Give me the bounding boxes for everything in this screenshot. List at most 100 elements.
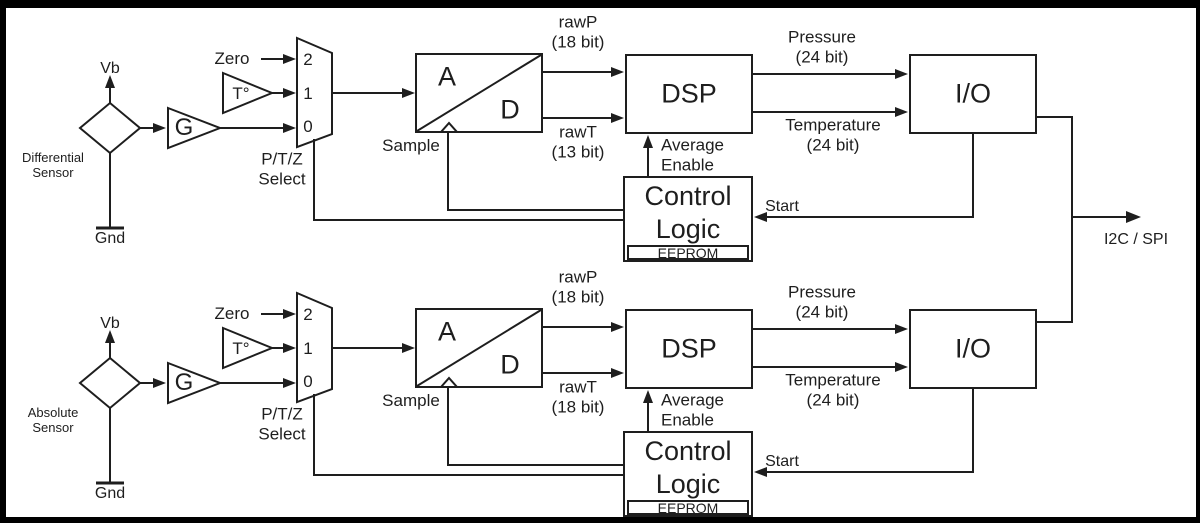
sensor-to-amp-arrowhead-icon <box>153 378 166 388</box>
start-wire <box>757 388 974 473</box>
raw-pressure-label: rawP (18 bit) <box>551 267 605 306</box>
mux-to-adc-arrowhead-icon <box>402 343 415 353</box>
sensor-chain-0: Vb Gnd Differential Sensor G T° Zero 2 1… <box>22 12 1037 262</box>
gain-amp-label: G <box>174 114 194 142</box>
io-label: I/O <box>954 333 992 364</box>
adc-diagonal <box>416 309 542 387</box>
chain-wires <box>78 36 1037 262</box>
average-enable-label: Average Enable <box>661 135 725 174</box>
sample-feedback-wire <box>447 133 624 211</box>
temp-to-mux-arrowhead-icon <box>283 343 296 353</box>
raw-temp-label: rawT (18 bit) <box>551 377 605 416</box>
temperature-arrowhead-icon <box>895 362 908 372</box>
i2c-spi-arrowhead-icon <box>1126 211 1141 223</box>
temp-sensor-icon <box>222 71 275 115</box>
sample-label: Sample <box>382 136 440 156</box>
sensor-bridge-icon <box>78 356 142 410</box>
eeprom-box <box>627 245 749 260</box>
mux-input0-label: 0 <box>303 117 313 137</box>
dsp-label: DSP <box>661 78 717 109</box>
dsp-label: DSP <box>661 333 717 364</box>
mux-input2-label: 2 <box>303 305 313 325</box>
zero-label: Zero <box>214 304 250 324</box>
vb-label: Vb <box>100 314 120 332</box>
frame-border-left <box>0 0 6 523</box>
select-feedback-wire <box>313 394 624 476</box>
sensor-to-amp-arrowhead-icon <box>153 123 166 133</box>
average-enable-arrowhead-icon <box>643 390 653 403</box>
temp-sensor-icon <box>222 326 275 370</box>
adc-digital-label: D <box>500 94 520 125</box>
frame-border-top <box>0 0 1200 8</box>
eeprom-label: EEPROM <box>657 244 719 261</box>
zero-arrowhead-icon <box>283 309 296 319</box>
frame-border-right <box>1196 0 1200 523</box>
temp-sensor-label: T° <box>232 339 250 359</box>
start-arrowhead-icon <box>754 467 767 477</box>
zero-arrowhead-icon <box>283 54 296 64</box>
mux-input1-label: 1 <box>303 84 313 104</box>
start-label: Start <box>765 452 799 470</box>
mux-input0-label: 0 <box>303 372 313 392</box>
adc-digital-label: D <box>500 349 520 380</box>
adc-clock-notch-icon <box>438 121 460 133</box>
adc-clock-notch-icon <box>438 376 460 388</box>
io-label: I/O <box>954 78 992 109</box>
pressure-arrowhead-icon <box>895 69 908 79</box>
gain-amp-label: G <box>174 369 194 397</box>
pressure-arrowhead-icon <box>895 324 908 334</box>
temp-to-mux-arrowhead-icon <box>283 88 296 98</box>
temperature-label: Temperature (24 bit) <box>785 370 881 409</box>
amp-to-mux-arrowhead-icon <box>283 378 296 388</box>
average-enable-label: Average Enable <box>661 390 725 429</box>
temperature-label: Temperature (24 bit) <box>785 115 881 154</box>
vb-arrowhead-icon <box>105 75 115 88</box>
sensor-type-label: Absolute Sensor <box>27 405 79 435</box>
mux-to-adc-arrowhead-icon <box>402 88 415 98</box>
io-bus-wire <box>1036 116 1073 323</box>
adc-analog-label: A <box>437 61 457 92</box>
eeprom-label: EEPROM <box>657 499 719 516</box>
frame-border-bottom <box>0 517 1200 523</box>
select-feedback-wire <box>313 139 624 221</box>
mux-input2-label: 2 <box>303 50 313 70</box>
mux-icon <box>296 36 333 149</box>
vb-arrowhead-icon <box>105 330 115 343</box>
temperature-arrowhead-icon <box>895 107 908 117</box>
mux-select-label: P/T/Z Select <box>258 404 306 443</box>
start-label: Start <box>765 197 799 215</box>
pressure-label: Pressure (24 bit) <box>787 282 857 321</box>
sensor-chain-1: Vb Gnd Absolute Sensor G T° Zero 2 1 0 P… <box>0 255 1200 523</box>
control-logic-label: Control Logic <box>644 181 732 244</box>
mux-select-label: P/T/Z Select <box>258 149 306 188</box>
io-box <box>909 54 1037 134</box>
raw-temp-label: rawT (13 bit) <box>551 122 605 161</box>
rawp-arrowhead-icon <box>611 67 624 77</box>
rawp-arrowhead-icon <box>611 322 624 332</box>
raw-pressure-label: rawP (18 bit) <box>551 12 605 51</box>
rawt-arrowhead-icon <box>611 113 624 123</box>
dsp-box <box>625 309 753 389</box>
sample-label: Sample <box>382 391 440 411</box>
start-arrowhead-icon <box>754 212 767 222</box>
eeprom-box <box>627 500 749 515</box>
sensor-bridge-icon <box>78 101 142 155</box>
control-logic-label: Control Logic <box>644 436 732 499</box>
dsp-box <box>625 54 753 134</box>
chain-wires <box>78 291 1037 517</box>
adc-diagonal <box>416 54 542 132</box>
zero-label: Zero <box>214 49 250 69</box>
start-wire <box>757 133 974 218</box>
adc-analog-label: A <box>437 316 457 347</box>
temp-sensor-label: T° <box>232 84 250 104</box>
sample-feedback-wire <box>447 388 624 466</box>
average-enable-arrowhead-icon <box>643 135 653 148</box>
rawt-arrowhead-icon <box>611 368 624 378</box>
pressure-label: Pressure (24 bit) <box>787 27 857 66</box>
gain-amp-icon <box>167 361 223 405</box>
sensor-type-label: Differential Sensor <box>22 150 84 180</box>
mux-input1-label: 1 <box>303 339 313 359</box>
amp-to-mux-arrowhead-icon <box>283 123 296 133</box>
